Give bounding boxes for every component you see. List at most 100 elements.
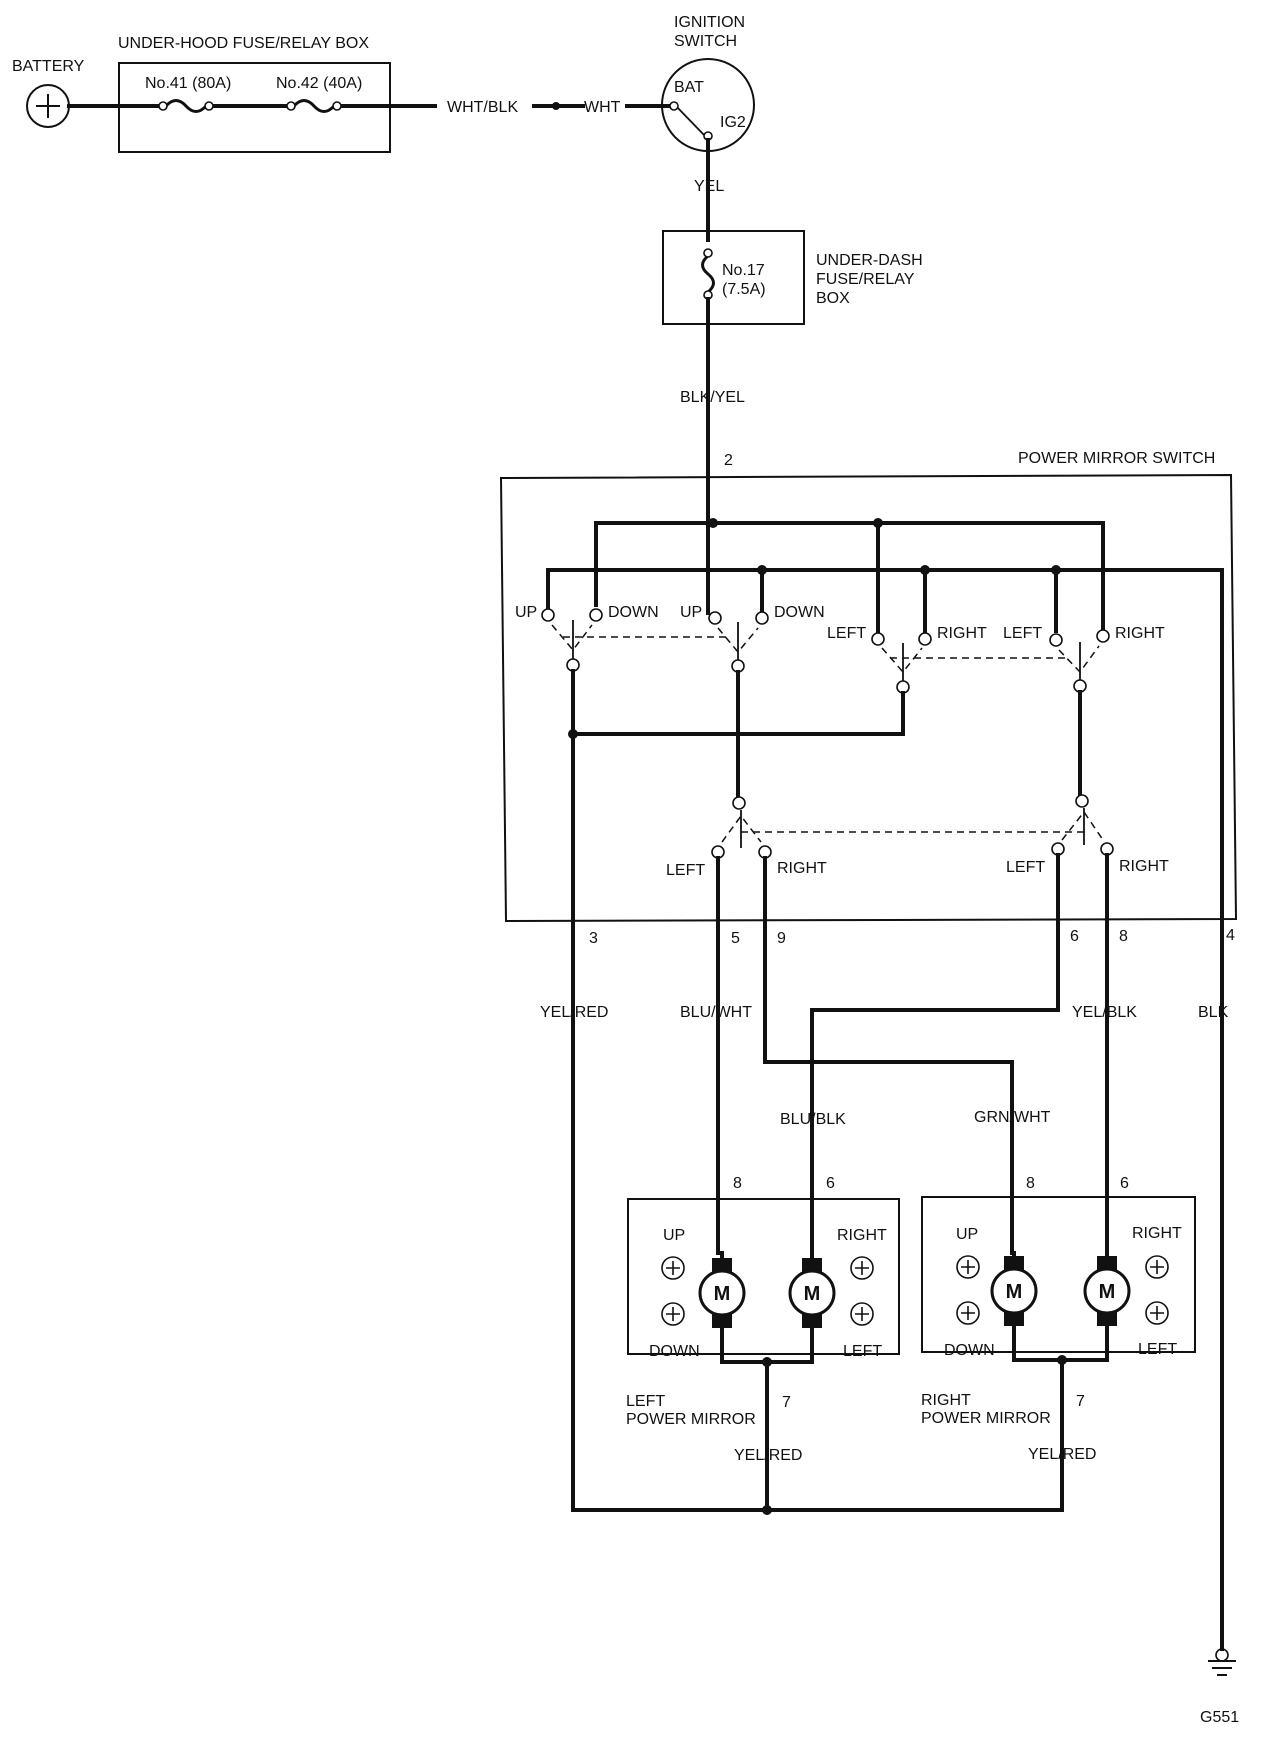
label-lower-left-2: LEFT [1006, 859, 1045, 876]
ground-g551: G551 [1200, 1488, 1239, 1726]
battery: BATTERY [12, 58, 85, 128]
right-mirror-pin-8: 8 [1026, 1175, 1035, 1192]
underdash-title-2: FUSE/RELAY [816, 271, 915, 288]
right-mirror-motor-up-down [990, 1267, 1038, 1315]
fuse-17-label-2: (7.5A) [722, 281, 766, 298]
plus-icon [661, 1256, 685, 1280]
ground-icon [1208, 1660, 1236, 1676]
underdash-title-3: BOX [816, 290, 850, 307]
motor-label: M [714, 1283, 731, 1305]
fuse-17 [701, 254, 715, 294]
plus-icon [956, 1301, 980, 1325]
power-mirror-switch: POWER MIRROR SWITCH UP DOWN UP DOWN [499, 450, 1238, 1512]
underdash-title-1: UNDER-DASH [816, 252, 923, 269]
right-power-mirror: 8 6 UP DOWN RIGHT LEFT M M [921, 1175, 1196, 1512]
label-lower-right-1: RIGHT [777, 860, 827, 877]
ignition-bat-label: BAT [674, 79, 704, 96]
left-mirror-title-2: POWER MIRROR [626, 1411, 756, 1428]
underdash-fuse-box: No.17 (7.5A) UNDER-DASH FUSE/RELAY BOX [662, 230, 923, 325]
motor-label: M [804, 1283, 821, 1305]
label-down-1: DOWN [608, 604, 659, 621]
right-mirror-title-2: POWER MIRROR [921, 1410, 1051, 1427]
label-down-2: DOWN [774, 604, 825, 621]
label-left-1: LEFT [827, 625, 866, 642]
ignition-switch-title-2: SWITCH [674, 33, 737, 50]
right-mirror-pin-6: 6 [1120, 1175, 1129, 1192]
fuse-17-label-1: No.17 [722, 262, 765, 279]
plus-icon [1145, 1301, 1169, 1325]
terminal-right-2 [1096, 629, 1110, 643]
right-mirror-left-label: LEFT [1138, 1341, 1177, 1358]
switch-pin-9: 9 [777, 930, 786, 947]
motor-label: M [1006, 1281, 1023, 1303]
terminal-down-2 [755, 611, 769, 625]
terminal-left-1 [871, 632, 885, 646]
switch-pin-8: 8 [1119, 928, 1128, 945]
wire-label-yel-red-left: YEL/RED [734, 1447, 802, 1464]
motor-label: M [1099, 1281, 1116, 1303]
wire-label-wht: WHT [584, 99, 621, 116]
fuse-42 [292, 99, 336, 113]
left-mirror-pin-8: 8 [733, 1175, 742, 1192]
terminal-up-1 [541, 608, 555, 622]
label-lower-left-1: LEFT [666, 862, 705, 879]
wire-label-blk-yel: BLK/YEL [680, 389, 745, 406]
left-power-mirror: 8 6 UP DOWN RIGHT LEFT M [626, 1175, 900, 1512]
left-mirror-pin-6: 6 [826, 1175, 835, 1192]
label-right-2: RIGHT [1115, 625, 1165, 642]
connector-dot [552, 102, 560, 110]
switch-pin-5: 5 [731, 930, 740, 947]
left-mirror-right-label: RIGHT [837, 1227, 887, 1244]
left-mirror-pin-7: 7 [782, 1394, 791, 1411]
right-mirror-pin-7: 7 [1076, 1393, 1085, 1410]
left-mirror-title-1: LEFT [626, 1393, 665, 1410]
ignition-ig2-label: IG2 [720, 114, 746, 131]
wire-label-yel: YEL [694, 178, 724, 195]
selector-common-right [1075, 794, 1089, 808]
right-mirror-right-label: RIGHT [1132, 1225, 1182, 1242]
label-right-1: RIGHT [937, 625, 987, 642]
right-mirror-title-1: RIGHT [921, 1392, 971, 1409]
plus-icon [1145, 1255, 1169, 1279]
label-up-1: UP [515, 604, 537, 621]
wire-label-yel-blk: YEL/BLK [1072, 1004, 1137, 1021]
label-lower-right-2: RIGHT [1119, 858, 1169, 875]
battery-label: BATTERY [12, 58, 85, 75]
plus-icon [850, 1256, 874, 1280]
right-mirror-down-label: DOWN [944, 1342, 995, 1359]
switch-pin-3: 3 [589, 930, 598, 947]
underhood-fuse-box-title: UNDER-HOOD FUSE/RELAY BOX [118, 35, 369, 52]
underhood-fuse-box: UNDER-HOOD FUSE/RELAY BOX No.41 (80A) No… [67, 35, 437, 153]
label-left-2: LEFT [1003, 625, 1042, 642]
wire-label-blk: BLK [1198, 1004, 1229, 1021]
terminal-left-2 [1049, 633, 1063, 647]
wire-label-yel-red-right: YEL/RED [1028, 1446, 1096, 1463]
plus-icon [850, 1302, 874, 1326]
wire-label-blu-wht: BLU/WHT [680, 1004, 752, 1021]
switch-pin-6: 6 [1070, 928, 1079, 945]
fuse-41-label: No.41 (80A) [145, 75, 231, 92]
plus-icon [956, 1255, 980, 1279]
left-mirror-up-label: UP [663, 1227, 685, 1244]
left-mirror-left-label: LEFT [843, 1343, 882, 1360]
left-mirror-down-label: DOWN [649, 1343, 700, 1360]
left-mirror-motor-left-right [788, 1269, 836, 1317]
terminal-up-2 [708, 611, 722, 625]
label-up-2: UP [680, 604, 702, 621]
fuse-42-label: No.42 (40A) [276, 75, 362, 92]
wire-label-yel-red-switch: YEL/RED [540, 1004, 608, 1021]
plus-icon [661, 1302, 685, 1326]
selector-common-left [732, 796, 746, 810]
wire-label-wht-blk: WHT/BLK [447, 99, 518, 116]
switch-pin-2: 2 [724, 452, 733, 469]
left-mirror-motor-up-down [698, 1269, 746, 1317]
switch-pin-4: 4 [1226, 927, 1235, 944]
power-mirror-switch-title: POWER MIRROR SWITCH [1018, 450, 1215, 467]
wire-label-blu-blk: BLU/BLK [780, 1111, 846, 1128]
wire-label-grn-wht: GRN/WHT [974, 1109, 1051, 1126]
terminal-down-1 [589, 608, 603, 622]
fuse-41 [164, 99, 208, 113]
right-mirror-motor-left-right [1083, 1267, 1131, 1315]
terminal-right-1 [918, 632, 932, 646]
